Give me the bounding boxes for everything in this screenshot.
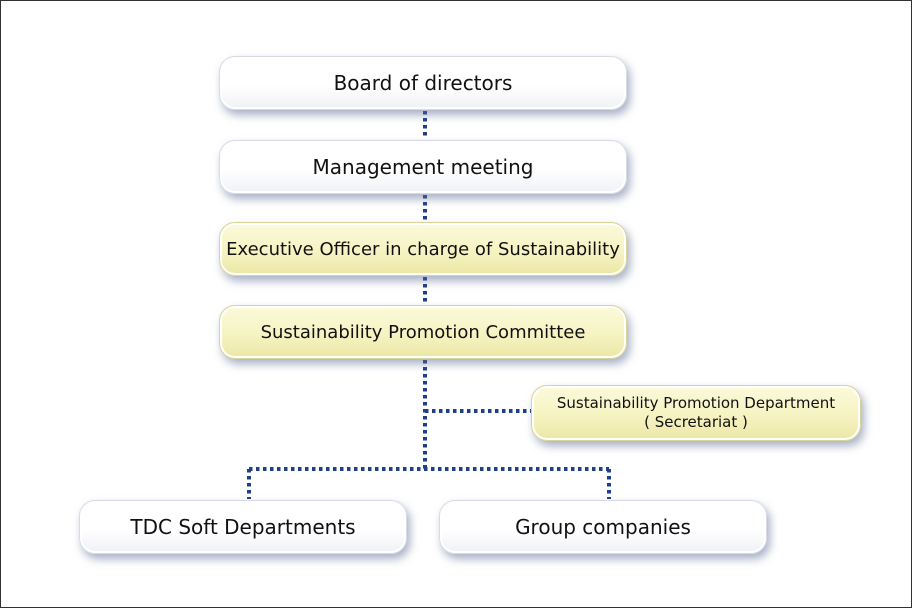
tdc-soft-departments-box: TDC Soft Departments <box>79 500 407 554</box>
management-meeting-box: Management meeting <box>219 140 627 194</box>
group-companies-label: Group companies <box>515 515 691 539</box>
executive-officer-box: Executive Officer in charge of Sustainab… <box>219 222 627 276</box>
sustainability-committee-box: Sustainability Promotion Committee <box>219 305 627 359</box>
sustainability-department-box: Sustainability Promotion Department ( Se… <box>531 385 861 441</box>
management-meeting-label: Management meeting <box>312 155 534 179</box>
board-of-directors-label: Board of directors <box>333 71 513 95</box>
tdc-soft-departments-label: TDC Soft Departments <box>130 515 356 539</box>
sustainability-committee-label: Sustainability Promotion Committee <box>260 321 586 343</box>
board-of-directors-box: Board of directors <box>219 56 627 110</box>
group-companies-box: Group companies <box>439 500 767 554</box>
sustainability-department-label: Sustainability Promotion Department <box>556 394 836 412</box>
executive-officer-label: Executive Officer in charge of Sustainab… <box>226 238 620 260</box>
secretariat-label: ( Secretariat ) <box>644 413 748 431</box>
